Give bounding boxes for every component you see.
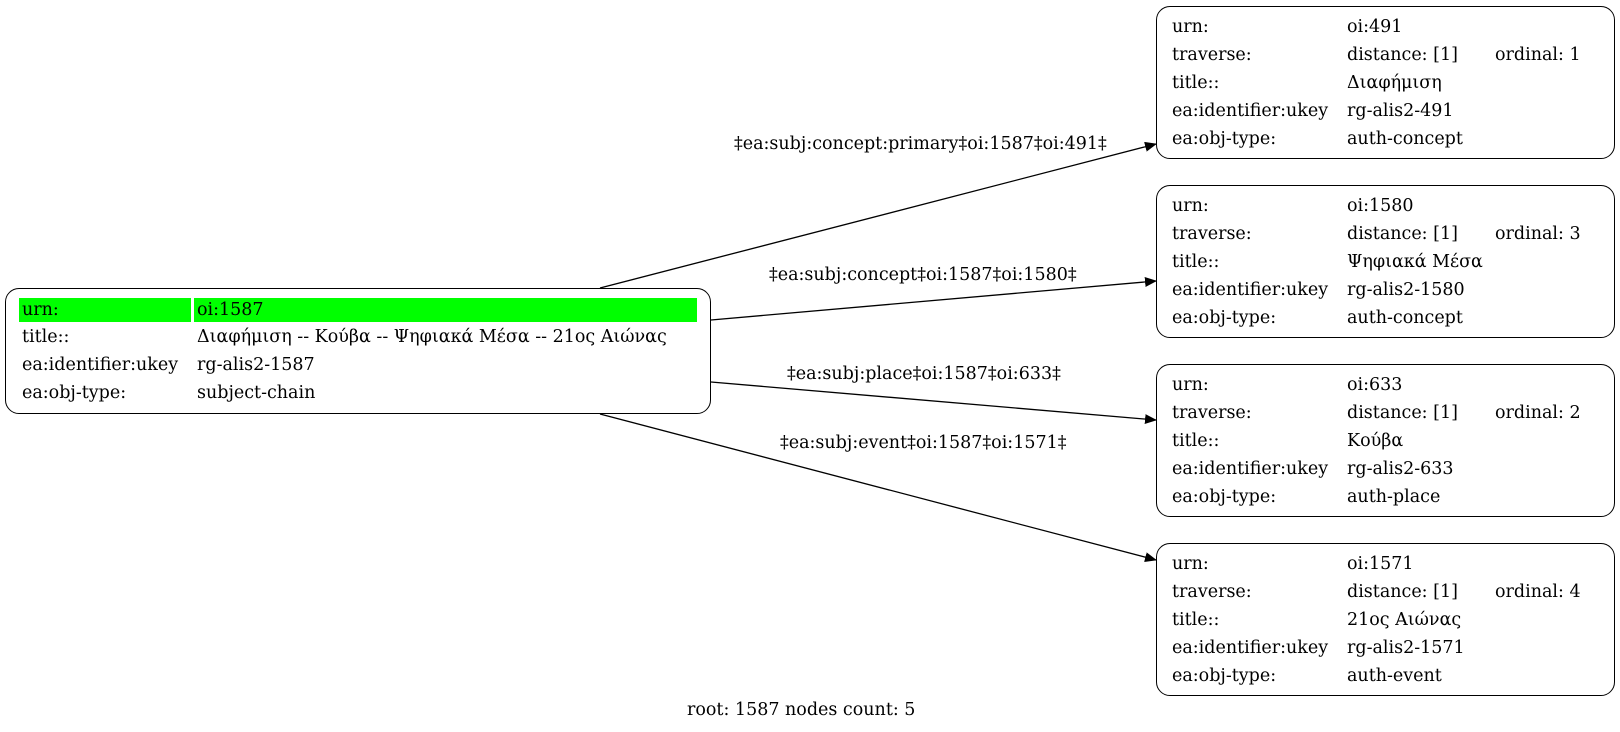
root-node[interactable]: urn: oi:1587 title:: Διαφήμιση -- Κούβα … [5, 288, 711, 414]
node-ordinal: ordinal: 2 [1495, 403, 1581, 423]
node-491[interactable]: urn: oi:491 traverse: distance: [1] ordi… [1156, 6, 1615, 159]
node-title-value: Κούβα [1347, 431, 1404, 451]
edge-label-491: ‡ea:subj:concept:primary‡oi:1587‡oi:491‡ [734, 134, 1107, 154]
node-1580[interactable]: urn: oi:1580 traverse: distance: [1] ord… [1156, 185, 1615, 338]
edge-line-633 [710, 381, 1157, 425]
node-type-value: auth-concept [1347, 129, 1463, 149]
node-traverse-key: traverse: [1172, 224, 1252, 244]
node-traverse-key: traverse: [1172, 582, 1252, 602]
node-title-key: title:: [1172, 431, 1220, 451]
node-urn-value: oi:633 [1347, 375, 1403, 395]
node-traverse-key: traverse: [1172, 45, 1252, 65]
node-urn-key: urn: [1172, 17, 1209, 37]
root-type-value: subject-chain [197, 383, 316, 403]
node-type-key: ea:obj-type: [1172, 129, 1277, 149]
edge-label-633: ‡ea:subj:place‡oi:1587‡oi:633‡ [787, 364, 1061, 384]
node-title-key: title:: [1172, 73, 1220, 93]
node-ordinal: ordinal: 1 [1495, 45, 1581, 65]
node-type-key: ea:obj-type: [1172, 487, 1277, 507]
node-type-value: auth-event [1347, 666, 1442, 686]
node-distance: distance: [1] [1347, 403, 1458, 423]
node-urn-value: oi:1571 [1347, 554, 1414, 574]
node-ordinal: ordinal: 4 [1495, 582, 1581, 602]
node-title-value: 21ος Αιώνας [1347, 610, 1462, 630]
edge-label-1571: ‡ea:subj:event‡oi:1587‡oi:1571‡ [780, 433, 1067, 453]
node-ukey-value: rg-alis2-1580 [1347, 280, 1465, 300]
node-urn-value: oi:491 [1347, 17, 1403, 37]
node-title-key: title:: [1172, 610, 1220, 630]
node-traverse-key: traverse: [1172, 403, 1252, 423]
edge-line-1580 [710, 276, 1157, 321]
node-ukey-value: rg-alis2-633 [1347, 459, 1454, 479]
node-type-key: ea:obj-type: [1172, 666, 1277, 686]
root-title-key: title:: [22, 327, 70, 347]
node-ukey-value: rg-alis2-1571 [1347, 638, 1465, 658]
node-title-key: title:: [1172, 252, 1220, 272]
graph-footer: root: 1587 nodes count: 5 [687, 700, 916, 720]
root-type-key: ea:obj-type: [22, 383, 127, 403]
root-ukey-value: rg-alis2-1587 [197, 355, 315, 375]
node-urn-key: urn: [1172, 196, 1209, 216]
node-ukey-key: ea:identifier:ukey [1172, 638, 1329, 658]
node-ordinal: ordinal: 3 [1495, 224, 1581, 244]
root-ukey-key: ea:identifier:ukey [22, 355, 179, 375]
edge-label-1580: ‡ea:subj:concept‡oi:1587‡oi:1580‡ [769, 265, 1077, 285]
node-distance: distance: [1] [1347, 582, 1458, 602]
node-urn-key: urn: [1172, 375, 1209, 395]
node-urn-key: urn: [1172, 554, 1209, 574]
edge-line-1571 [599, 413, 1157, 563]
node-633[interactable]: urn: oi:633 traverse: distance: [1] ordi… [1156, 364, 1615, 517]
root-title-value: Διαφήμιση -- Κούβα -- Ψηφιακά Μέσα -- 21… [197, 327, 667, 347]
node-ukey-key: ea:identifier:ukey [1172, 101, 1329, 121]
node-ukey-value: rg-alis2-491 [1347, 101, 1454, 121]
node-title-value: Ψηφιακά Μέσα [1347, 252, 1483, 272]
node-title-value: Διαφήμιση [1347, 73, 1442, 93]
node-type-value: auth-place [1347, 487, 1441, 507]
node-distance: distance: [1] [1347, 45, 1458, 65]
node-distance: distance: [1] [1347, 224, 1458, 244]
root-urn-value: oi:1587 [194, 298, 697, 322]
node-type-key: ea:obj-type: [1172, 308, 1277, 328]
edge-line-491 [599, 141, 1157, 289]
root-urn-key: urn: [19, 298, 191, 322]
node-1571[interactable]: urn: oi:1571 traverse: distance: [1] ord… [1156, 543, 1615, 696]
node-ukey-key: ea:identifier:ukey [1172, 280, 1329, 300]
node-type-value: auth-concept [1347, 308, 1463, 328]
node-ukey-key: ea:identifier:ukey [1172, 459, 1329, 479]
node-urn-value: oi:1580 [1347, 196, 1414, 216]
